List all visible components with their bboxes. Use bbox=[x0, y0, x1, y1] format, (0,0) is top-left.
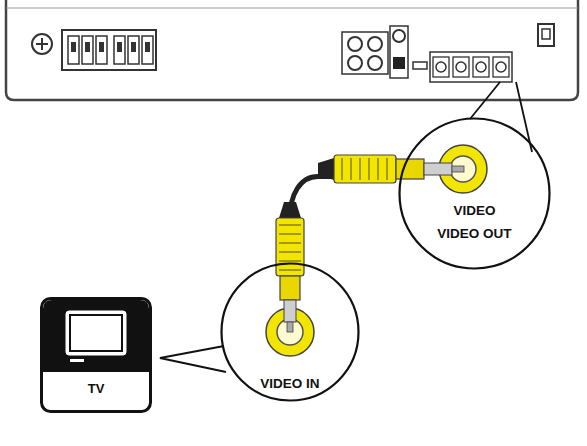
tv-icon-box: TV bbox=[40, 297, 152, 413]
rca-jack-ring bbox=[476, 62, 486, 72]
plug-tip bbox=[284, 300, 296, 322]
rca-jack bbox=[433, 57, 449, 77]
callout-leader bbox=[470, 82, 500, 119]
rca-jack-ring bbox=[436, 62, 446, 72]
av-jacks bbox=[430, 52, 512, 82]
grip-ridge bbox=[368, 158, 370, 180]
hdmi-jack bbox=[413, 62, 427, 69]
text-stack: VIDEO VIDEO OUT bbox=[398, 203, 551, 243]
video-plug bbox=[334, 155, 396, 183]
speaker-terminals bbox=[62, 30, 156, 70]
speaker-terminal bbox=[82, 36, 93, 64]
grip-ridge bbox=[341, 158, 343, 180]
terminal-screw bbox=[71, 42, 76, 52]
circle-outline bbox=[222, 264, 359, 401]
grip-ridge bbox=[386, 158, 388, 180]
power-socket-inner bbox=[542, 29, 550, 39]
video-out-jack-inner bbox=[450, 156, 476, 182]
text-stack: TV bbox=[40, 381, 152, 397]
plug-strain-relief bbox=[318, 158, 334, 180]
tv-frame bbox=[42, 299, 151, 412]
terminal-screw bbox=[117, 42, 122, 52]
jack bbox=[368, 37, 382, 51]
ground-symbol-mark bbox=[36, 38, 48, 50]
speaker-terminal bbox=[96, 36, 107, 64]
plug-pin bbox=[452, 166, 464, 172]
video-in-jack-inner bbox=[277, 319, 303, 345]
plug-pin bbox=[287, 322, 293, 332]
tv-divider bbox=[43, 370, 149, 372]
rca-jacks bbox=[433, 57, 509, 77]
rca-jack bbox=[453, 57, 469, 77]
tv-screen bbox=[66, 311, 126, 355]
optical-jack bbox=[393, 57, 405, 69]
jack-block bbox=[390, 26, 408, 78]
device-panel bbox=[6, 0, 578, 100]
grip-ridge bbox=[279, 224, 301, 226]
callout-circle: VIDEO IN bbox=[220, 262, 360, 402]
plug-grip bbox=[342, 158, 387, 180]
speaker-terminal bbox=[142, 36, 153, 64]
port-label: VIDEO IN bbox=[260, 376, 319, 393]
jack bbox=[393, 30, 405, 42]
jack bbox=[368, 56, 382, 70]
video-plug-neck bbox=[396, 159, 424, 179]
grip-ridge bbox=[279, 251, 301, 253]
terminal-screw bbox=[85, 42, 90, 52]
grip-ridge bbox=[279, 233, 301, 235]
speaker-terminal bbox=[68, 36, 79, 64]
jack bbox=[348, 37, 362, 51]
port-label: VIDEO OUT bbox=[437, 226, 511, 243]
device-label: TV bbox=[88, 381, 105, 397]
tv-button bbox=[70, 359, 84, 362]
terminal-screw bbox=[145, 42, 150, 52]
plug-strain-relief bbox=[279, 202, 301, 218]
circle-outline bbox=[400, 119, 550, 269]
terminal-screw bbox=[131, 42, 136, 52]
grip-ridge bbox=[377, 158, 379, 180]
panel-edge bbox=[6, 8, 578, 9]
rca-jack-ring bbox=[496, 62, 506, 72]
power-socket bbox=[538, 24, 554, 46]
tv-body bbox=[43, 300, 149, 371]
callout-circle-outline bbox=[398, 117, 551, 270]
plug-tip bbox=[424, 163, 452, 175]
rca-jack-ring bbox=[456, 62, 466, 72]
terminal-screw bbox=[99, 42, 104, 52]
speaker-terminal bbox=[114, 36, 125, 64]
grip-ridge bbox=[359, 158, 361, 180]
grip-ridge bbox=[279, 260, 301, 262]
video-plug-neck bbox=[280, 276, 300, 300]
jack-block bbox=[342, 32, 388, 74]
grip-ridge bbox=[279, 242, 301, 244]
video-cable bbox=[290, 177, 400, 263]
tv-screen-bezel bbox=[70, 315, 122, 351]
grip-ridge bbox=[279, 269, 301, 271]
rca-jack bbox=[493, 57, 509, 77]
grip-ridge bbox=[350, 158, 352, 180]
text-stack: VIDEO IN bbox=[220, 376, 360, 393]
jack bbox=[348, 56, 362, 70]
callout-circle: VIDEO VIDEO OUT bbox=[398, 117, 551, 270]
callout-tail bbox=[160, 346, 226, 372]
video-plug bbox=[276, 218, 304, 276]
port-label: VIDEO bbox=[453, 203, 495, 220]
ground-symbol bbox=[32, 34, 52, 54]
rca-jack bbox=[473, 57, 489, 77]
terminal-group bbox=[68, 36, 153, 64]
speaker-terminal bbox=[128, 36, 139, 64]
